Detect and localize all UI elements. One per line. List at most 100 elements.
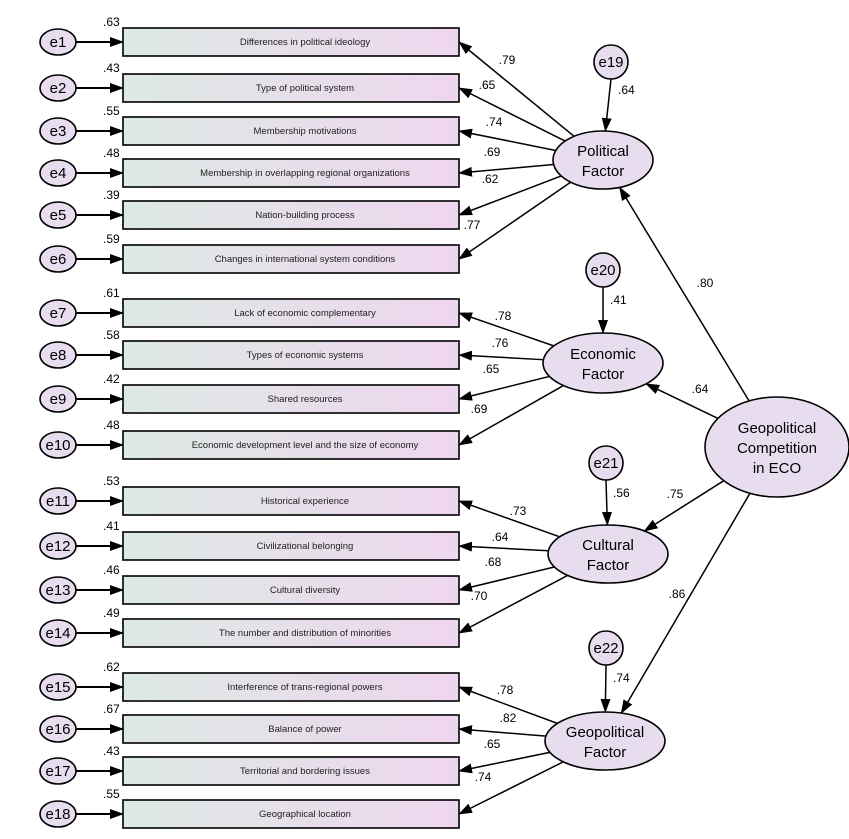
cultural-disturbance-label: e21 xyxy=(593,455,618,472)
loading-arrow xyxy=(458,128,556,152)
indicator-loading: .68 xyxy=(485,555,502,569)
indicator-r2: .59 xyxy=(103,232,120,246)
error-label: e11 xyxy=(46,493,70,510)
indicator-loading: .62 xyxy=(482,172,499,186)
loading-arrow xyxy=(458,751,550,774)
loading-arrow xyxy=(458,87,566,142)
economic-factor-label: Factor xyxy=(582,366,625,383)
indicator-label: Balance of power xyxy=(268,724,341,735)
error-circle xyxy=(39,385,77,413)
error-label: e14 xyxy=(45,625,70,642)
error-label: e4 xyxy=(50,165,67,182)
indicator-label: Interference of trans-regional powers xyxy=(227,682,382,693)
indicator-r2: .48 xyxy=(103,146,120,160)
geopolitical-r2-value: .74 xyxy=(613,671,630,685)
geopolitical-disturbance-arrow xyxy=(600,664,611,714)
higher-order-factor-label: in ECO xyxy=(753,460,801,477)
economic-disturbance-label: e20 xyxy=(590,262,615,279)
indicator-box xyxy=(122,298,460,328)
indicator-label: Types of economic systems xyxy=(247,350,364,361)
cultural-factor-label: Cultural xyxy=(582,537,634,554)
indicator-box xyxy=(122,116,460,146)
indicator-r2: .48 xyxy=(103,418,120,432)
indicator-r2: .63 xyxy=(103,15,120,29)
error-circle xyxy=(39,341,77,369)
error-label: e8 xyxy=(50,347,67,364)
error-circle xyxy=(39,159,77,187)
indicator-r2: .42 xyxy=(103,372,120,386)
loading-arrow xyxy=(458,41,575,137)
cultural-r2-value: .56 xyxy=(613,486,630,500)
indicator-loading: .78 xyxy=(495,309,512,323)
error-circle xyxy=(39,800,77,828)
indicator-label: Geographical location xyxy=(259,809,351,820)
indicator-loading: .76 xyxy=(492,336,509,350)
loading-arrow xyxy=(458,725,546,737)
loading-arrow xyxy=(458,761,564,815)
indicator-loading: .70 xyxy=(471,589,488,603)
political-disturbance-label: e19 xyxy=(598,54,623,71)
indicator-label: Differences in political ideology xyxy=(240,37,371,48)
indicator-label: Cultural diversity xyxy=(270,585,340,596)
economic-r2-value: .41 xyxy=(610,293,627,307)
political-disturbance-circle xyxy=(593,44,629,80)
economic-higher-order-loading: .64 xyxy=(692,382,709,396)
indicator-r2: .67 xyxy=(103,702,120,716)
indicator-label: Historical experience xyxy=(261,496,349,507)
indicator-r2: .55 xyxy=(103,787,120,801)
geopolitical-higher-order-path xyxy=(620,492,751,714)
indicator-loading: .78 xyxy=(497,683,514,697)
geopolitical-disturbance-circle xyxy=(588,630,624,666)
cultural-higher-order-path xyxy=(643,480,725,532)
error-label: e16 xyxy=(45,721,70,738)
indicator-box xyxy=(122,384,460,414)
political-factor-label: Political xyxy=(577,143,629,160)
error-circle xyxy=(39,431,77,459)
error-label: e3 xyxy=(50,123,67,140)
political-higher-order-loading: .80 xyxy=(697,276,714,290)
indicator-loading: .64 xyxy=(492,530,509,544)
indicator-box xyxy=(122,531,460,561)
indicator-r2: .49 xyxy=(103,606,120,620)
error-label: e10 xyxy=(45,437,70,454)
loading-arrow xyxy=(458,175,562,216)
geopolitical-factor-ellipse xyxy=(544,711,666,771)
indicator-label: Membership motivations xyxy=(254,126,357,137)
political-r2-value: .64 xyxy=(618,83,635,97)
indicator-label: Economic development level and the size … xyxy=(192,440,419,451)
indicator-loading: .82 xyxy=(500,711,517,725)
indicator-label: Shared resources xyxy=(268,394,343,405)
cultural-disturbance-circle xyxy=(588,445,624,481)
indicator-box xyxy=(122,575,460,605)
indicator-box xyxy=(122,714,460,744)
indicator-r2: .41 xyxy=(103,519,120,533)
error-label: e18 xyxy=(45,806,70,823)
error-circle xyxy=(39,299,77,327)
error-circle xyxy=(39,673,77,701)
error-circle xyxy=(39,532,77,560)
loading-arrow xyxy=(458,350,544,361)
error-label: e1 xyxy=(50,34,67,51)
indicator-box xyxy=(122,244,460,274)
loading-arrow xyxy=(458,163,554,177)
political-factor-ellipse xyxy=(552,130,654,190)
higher-order-factor-label: Competition xyxy=(737,440,817,457)
political-higher-order-path xyxy=(618,186,750,402)
indicator-r2: .61 xyxy=(103,286,120,300)
indicator-loading: .73 xyxy=(510,504,527,518)
indicator-box xyxy=(122,799,460,829)
indicator-label: Membership in overlapping regional organ… xyxy=(200,168,410,179)
error-circle xyxy=(39,715,77,743)
indicator-r2: .43 xyxy=(103,744,120,758)
error-circle xyxy=(39,757,77,785)
indicator-box xyxy=(122,27,460,57)
cultural-factor-label: Factor xyxy=(587,557,630,574)
diagram-shapes xyxy=(39,27,849,829)
indicator-label: The number and distribution of minoritie… xyxy=(219,628,391,639)
error-circle xyxy=(39,201,77,229)
error-label: e6 xyxy=(50,251,67,268)
error-circle xyxy=(39,28,77,56)
error-label: e12 xyxy=(45,538,70,555)
